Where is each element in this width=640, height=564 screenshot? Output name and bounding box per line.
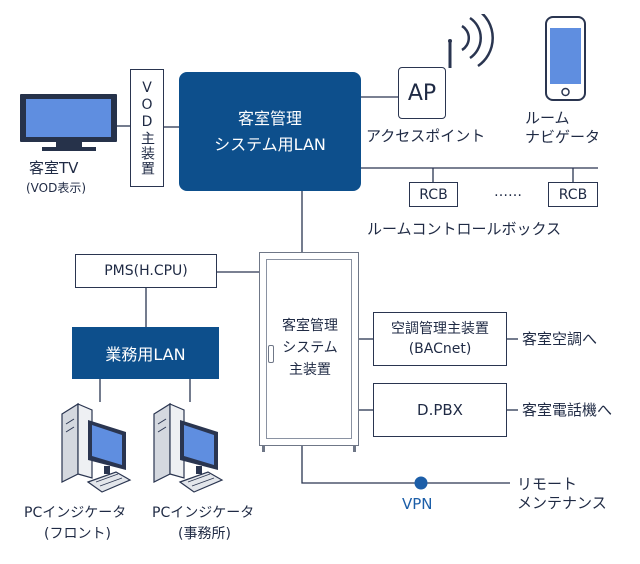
pc-front-line1: PCインジケータ	[24, 505, 127, 521]
room-navigator-line1: ルーム	[525, 109, 570, 127]
pc-front-icon	[58, 402, 134, 498]
pms-box: PMS(H.CPU)	[75, 254, 217, 288]
main-unit-cabinet: 客室管理 システム 主装置	[259, 252, 359, 446]
rcb-caption: ルームコントロールボックス	[367, 220, 562, 238]
tv-label: 客室TV	[29, 159, 79, 177]
rcb-box-left: RCB	[409, 182, 458, 207]
access-point-box: AP	[398, 67, 446, 119]
pbx-label: D.PBX	[417, 401, 463, 419]
rcb-right-label: RCB	[558, 186, 588, 203]
pc-office-line1: PCインジケータ	[152, 505, 255, 521]
hvac-controller-line2: (BACnet)	[408, 341, 472, 357]
rcb-left-label: RCB	[419, 186, 448, 203]
management-lan-line2: システム用LAN	[214, 134, 326, 154]
vpn-node	[414, 476, 428, 490]
main-to-vpn-line	[301, 445, 510, 484]
rcb-ellipsis: ……	[494, 184, 522, 200]
pc-front-line2: (フロント)	[44, 526, 111, 542]
ap-antenna-icon	[440, 8, 510, 84]
pc-office-icon	[150, 402, 226, 498]
main-unit-line3: 主装置	[289, 362, 331, 378]
tv-icon	[20, 94, 118, 152]
smartphone-icon	[545, 16, 587, 102]
main-unit-line2: システム	[282, 340, 338, 356]
hvac-controller-box: 空調管理主装置 (BACnet)	[373, 312, 507, 366]
pbx-box: D.PBX	[373, 383, 507, 437]
access-point-caption: アクセスポイント	[366, 127, 486, 145]
remote-maintenance-line1: リモート	[517, 475, 578, 493]
hvac-target-label: 客室空調へ	[522, 330, 598, 348]
cabinet-foot-right	[353, 446, 356, 452]
pc-office-line2: (事務所)	[178, 526, 231, 542]
hvac-controller-line1: 空調管理主装置	[391, 321, 489, 337]
pms-label: PMS(H.CPU)	[104, 263, 188, 279]
room-navigator-line2: ナビゲータ	[525, 128, 601, 146]
access-point-label: AP	[407, 80, 437, 106]
vod-label: VOD主装置	[139, 80, 155, 176]
business-lan-box: 業務用LAN	[72, 327, 219, 379]
phone-target-label: 客室電話機へ	[522, 401, 613, 419]
main-unit-line1: 客室管理	[282, 318, 338, 334]
cabinet-foot-left	[262, 446, 265, 452]
business-lan-label: 業務用LAN	[105, 345, 186, 364]
vod-box: VOD主装置	[130, 69, 164, 187]
vpn-label: VPN	[402, 495, 433, 513]
management-lan-box: 客室管理 システム用LAN	[179, 72, 361, 191]
remote-maintenance-line2: メンテナンス	[517, 494, 607, 512]
tv-sublabel: (VOD表示)	[26, 181, 87, 195]
management-lan-line1: 客室管理	[237, 108, 302, 128]
cabinet-handle-icon	[268, 345, 274, 363]
rcb-box-right: RCB	[548, 182, 598, 207]
